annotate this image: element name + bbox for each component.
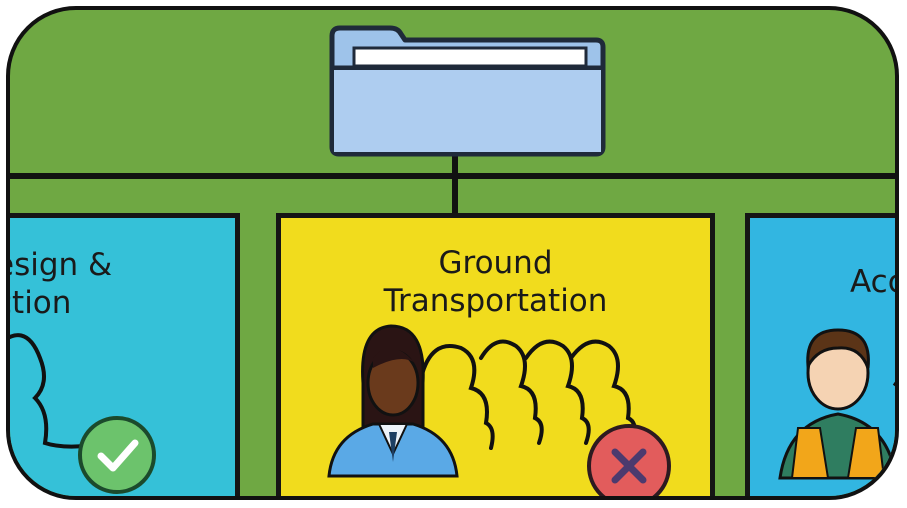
- panel-ground-transportation: Ground Transportation: [276, 213, 715, 500]
- panel-accommodation: Acc: [745, 213, 899, 500]
- check-icon: [6, 218, 240, 500]
- worker-icon: [750, 218, 899, 500]
- panel-design-construction: esign & ction: [6, 213, 240, 500]
- diagram-frame: esign & ction Ground Transportation: [6, 6, 899, 500]
- close-icon: [281, 218, 715, 500]
